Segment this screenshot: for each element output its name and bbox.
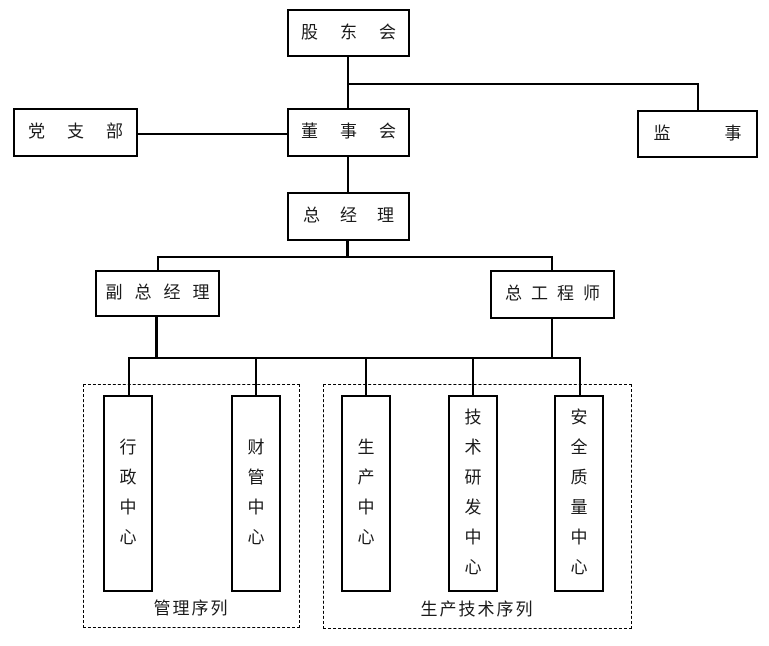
node-label: 总工程师: [505, 284, 600, 304]
connector-chief-engineer-to-centers: [551, 319, 553, 357]
connector-party-board: [138, 133, 287, 135]
connector-deputy-gm-to-centers: [155, 317, 158, 357]
group-production-tech-series: 生产技术序列: [323, 384, 632, 629]
node-deputy-general-manager: 副总经理: [95, 270, 220, 317]
connector-board-general-manager: [347, 157, 349, 192]
node-supervisor: 监事: [637, 110, 758, 158]
node-label: 股东会: [301, 22, 396, 43]
node-production-center: 生产中心: [341, 395, 391, 592]
connector-drop-deputy-gm: [157, 256, 159, 270]
connector-centers-bus: [128, 357, 580, 359]
node-label: 行政中心: [119, 438, 137, 548]
connector-shareholders-board: [347, 57, 349, 108]
connector-split-bus-upper: [157, 256, 552, 258]
connector-drop-safety-center: [579, 357, 581, 395]
node-label: 技术研发中心: [464, 408, 482, 578]
connector-supervisor-drop: [697, 83, 699, 111]
node-label: 财管中心: [247, 438, 265, 548]
connector-branch-to-supervisor: [347, 83, 698, 85]
node-shareholders-meeting: 股东会: [287, 9, 410, 57]
node-party-branch: 党支部: [13, 108, 138, 157]
node-label: 监事: [653, 123, 742, 144]
group-label-production-tech: 生产技术序列: [420, 600, 535, 620]
connector-drop-chief-engineer: [551, 256, 553, 270]
node-label: 董事会: [301, 122, 396, 142]
node-label: 生产中心: [357, 438, 375, 548]
group-management-series: 管理序列: [83, 384, 300, 628]
connector-drop-production-center: [365, 357, 367, 395]
node-tech-rd-center: 技术研发中心: [448, 395, 498, 592]
node-chief-engineer: 总工程师: [490, 270, 615, 319]
node-general-manager: 总经理: [287, 192, 410, 241]
node-label: 党支部: [28, 122, 123, 142]
node-label: 安全质量中心: [570, 408, 588, 578]
node-label: 总经理: [303, 206, 394, 226]
node-finance-center: 财管中心: [231, 395, 281, 592]
connector-general-manager-split: [346, 241, 349, 256]
connector-drop-tech-rd-center: [472, 357, 474, 395]
connector-drop-admin-center: [128, 357, 130, 395]
node-admin-center: 行政中心: [103, 395, 153, 592]
node-label: 副总经理: [105, 283, 210, 303]
node-safety-quality-center: 安全质量中心: [554, 395, 604, 592]
group-label-management: 管理序列: [153, 599, 230, 619]
connector-drop-finance-center: [255, 357, 257, 395]
node-board-of-directors: 董事会: [287, 108, 410, 157]
